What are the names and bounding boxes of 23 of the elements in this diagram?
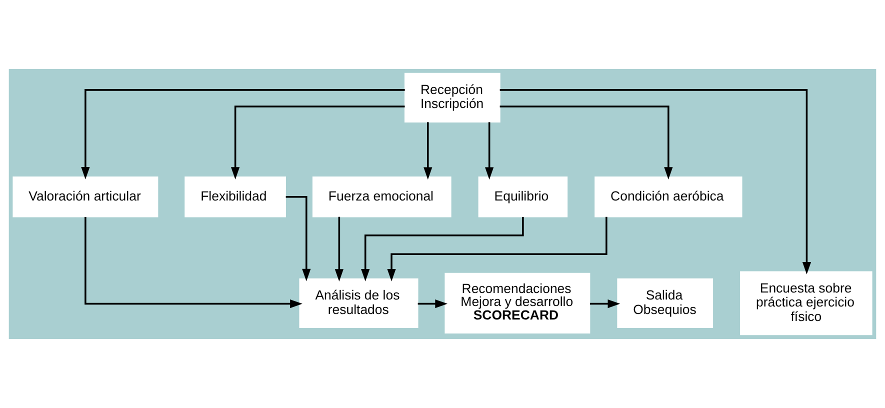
arrow bbox=[424, 122, 432, 180]
arrow bbox=[334, 216, 344, 282]
arrow bbox=[387, 216, 608, 282]
node-box: Flexibilidad bbox=[184, 176, 286, 218]
node-box: Recomendaciones Mejora y desarrollo SCORECARD bbox=[444, 272, 590, 334]
arrow bbox=[361, 217, 524, 282]
arrow bbox=[230, 106, 405, 180]
arrow bbox=[485, 122, 494, 180]
arrow bbox=[418, 299, 448, 308]
node-box: Salida Obsequios bbox=[617, 278, 714, 328]
node-box: Valoración articular bbox=[12, 176, 158, 218]
node-box: Recepción Inscripción bbox=[404, 72, 500, 122]
node-box: Encuesta sobre práctica ejercicio físico bbox=[740, 271, 872, 336]
arrow bbox=[500, 89, 812, 274]
node-box: Análisis de los resultados bbox=[299, 278, 418, 328]
arrow bbox=[81, 89, 405, 180]
node-box: Equilibrio bbox=[478, 176, 568, 218]
arrow bbox=[500, 106, 673, 180]
arrow bbox=[590, 299, 620, 308]
arrow bbox=[286, 196, 311, 282]
node-box: Condición aeróbica bbox=[594, 176, 742, 218]
arrow bbox=[84, 216, 302, 308]
node-box: Fuerza emocional bbox=[312, 176, 452, 218]
